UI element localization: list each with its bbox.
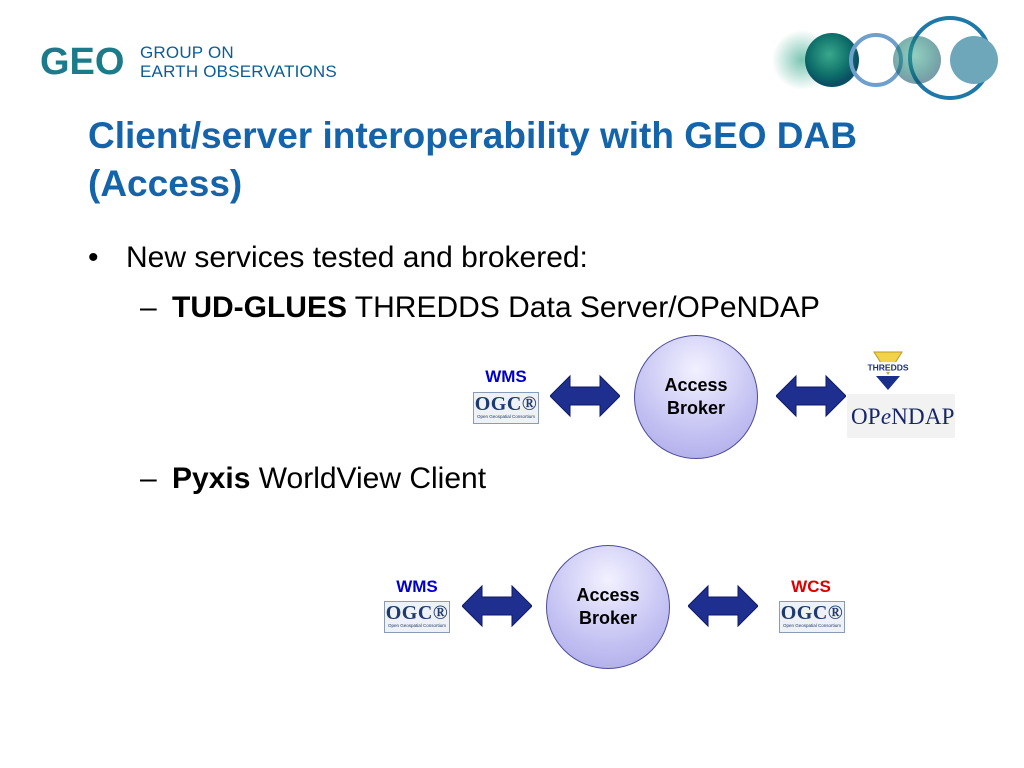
d2-wms-label: WMS <box>396 577 438 596</box>
d2-right-double-arrow <box>688 584 758 628</box>
sub-bullet-dash: – <box>140 462 157 495</box>
d1-access-broker: Access Broker <box>634 335 758 459</box>
sub-bullet-1-text: THREDDS Data Server/OPeNDAP <box>347 291 820 324</box>
green-circle-shape <box>805 33 859 87</box>
d2-ogc-logo-left: OGC® Open Geospatial Consortium <box>384 601 450 633</box>
d1-right-double-arrow <box>776 374 846 418</box>
opendap-part-b: NDAP <box>891 404 955 429</box>
d2-broker-line-1: Access <box>576 585 640 605</box>
d1-ogc-logo: OGC® Open Geospatial Consortium <box>473 392 539 424</box>
d1-broker-line-2: Broker <box>666 398 726 418</box>
ogc-logo-subtext: Open Geospatial Consortium <box>782 623 842 628</box>
opendap-part-e: e <box>880 404 892 429</box>
d1-broker-line-1: Access <box>664 375 728 395</box>
sub-bullet-dash: – <box>140 291 157 324</box>
sub-bullet-2-text: WorldView Client <box>250 462 487 495</box>
d2-broker-line-2: Broker <box>578 608 638 628</box>
geo-logo: GEO <box>40 41 124 82</box>
d2-ogc-logo-right: OGC® Open Geospatial Consortium <box>779 601 845 633</box>
teal-circle-shape <box>950 36 998 84</box>
thredds-logo: THREDDS <box>862 351 914 390</box>
circles-logo <box>772 16 998 100</box>
thredds-logo-text: THREDDS <box>867 363 908 373</box>
ogc-logo-text: OGC® <box>474 393 538 415</box>
ogc-logo-subtext: Open Geospatial Consortium <box>476 414 536 419</box>
bullet-main-text: New services tested and brokered: <box>126 241 588 274</box>
sub-bullet-1: –TUD-GLUES THREDDS Data Server/OPeNDAP <box>140 290 820 326</box>
sub-bullet-2-bold: Pyxis <box>172 462 251 495</box>
geo-logo-text: GEO <box>40 41 124 82</box>
org-name-line-2: EARTH OBSERVATIONS <box>140 62 337 81</box>
sub-bullet-1-bold: TUD-GLUES <box>172 291 347 324</box>
sub-bullet-2: –Pyxis WorldView Client <box>140 461 486 497</box>
ogc-logo-text: OGC® <box>780 602 844 624</box>
opendap-part-a: OP <box>851 404 881 429</box>
ogc-logo-text: OGC® <box>385 602 449 624</box>
bullet-dot: • <box>88 241 99 274</box>
d2-access-broker: Access Broker <box>546 545 670 669</box>
d2-wcs-label: WCS <box>791 577 831 596</box>
slide-title: Client/server interoperability with GEO … <box>88 112 968 208</box>
org-name-line-1: GROUP ON <box>140 43 234 62</box>
title-line-1: Client/server interoperability with GEO … <box>88 115 857 156</box>
title-line-2: (Access) <box>88 163 243 204</box>
mid-circle-shape <box>893 36 941 84</box>
opendap-logo: OPeNDAP <box>847 394 955 438</box>
bullet-main: • New services tested and brokered: <box>88 240 588 276</box>
d1-left-double-arrow <box>550 374 620 418</box>
d1-wms-label: WMS <box>485 367 527 386</box>
opendap-logo-text: OPeNDAP <box>851 404 955 430</box>
ogc-logo-subtext: Open Geospatial Consortium <box>387 623 447 628</box>
d2-left-double-arrow <box>462 584 532 628</box>
